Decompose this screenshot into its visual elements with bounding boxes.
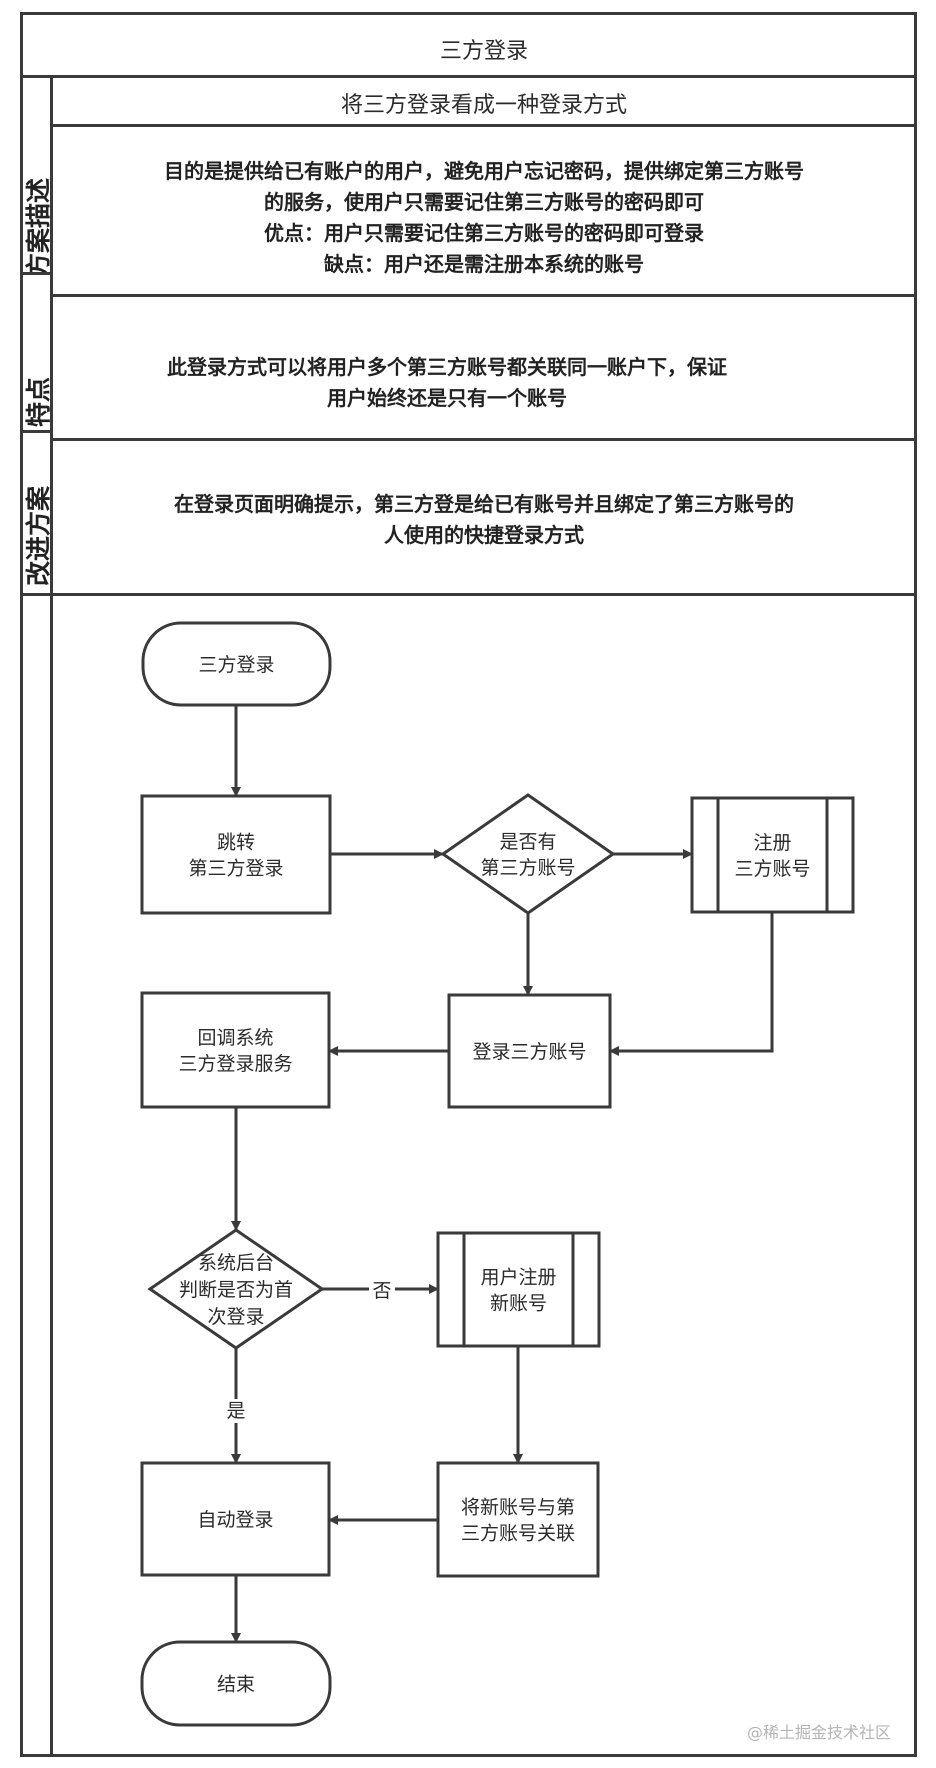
subprocess-shape — [436, 1231, 601, 1348]
node-label: 三方登录服务 — [178, 1053, 292, 1075]
node-auto-login: 自动登录 — [140, 1461, 331, 1577]
node-start: 三方登录 — [141, 621, 332, 707]
node-label: 结束 — [217, 1674, 255, 1696]
improvement-line: 在登录页面明确提示，第三方登是给已有账号并且绑定了第三方账号的 — [174, 492, 794, 516]
process-shape — [436, 1461, 600, 1578]
decision-shape — [440, 793, 616, 915]
edge-register-third-to-login-third — [609, 912, 774, 1056]
node-login-third: 登录三方账号 — [447, 993, 612, 1109]
description-line: 优点：用户只需要记住第三方账号的密码即可登录 — [264, 221, 704, 245]
description-line: 缺点：用户还是需注册本系统的账号 — [324, 252, 644, 276]
title-row-divider — [20, 75, 917, 78]
features-line: 用户始终还是只有一个账号 — [327, 386, 567, 410]
description-row-divider — [51, 294, 917, 297]
node-label: 用户注册 — [480, 1267, 556, 1289]
node-label: 回调系统 — [197, 1027, 273, 1049]
process-shape — [140, 1461, 331, 1577]
process-shape — [140, 991, 331, 1109]
description-line: 的服务，使用户只需要记住第三方账号的密码即可 — [264, 190, 704, 214]
process-shape — [447, 993, 612, 1109]
edge-label: 是 — [226, 1400, 245, 1422]
features-line: 此登录方式可以将用户多个第三方账号都关联同一账户下，保证 — [167, 355, 727, 379]
node-label: 第三方登录 — [188, 858, 283, 880]
features-text: 此登录方式可以将用户多个第三方账号都关联同一账户下，保证 用户始终还是只有一个账… — [52, 352, 842, 414]
improvement-line: 人使用的快捷登录方式 — [384, 523, 584, 547]
subtitle-row-divider — [51, 124, 917, 127]
features-row-divider — [51, 438, 917, 441]
node-label: 注册 — [753, 832, 791, 854]
watermark: @稀土掘金技术社区 — [747, 1723, 892, 1742]
description-line: 目的是提供给已有账户的用户，避免用户忘记密码，提供绑定第三方账号 — [164, 159, 804, 183]
node-label: 是否有 — [499, 831, 556, 853]
page-title: 三方登录 — [439, 39, 528, 64]
node-label: 三方账号 — [734, 858, 810, 880]
subprocess-shape — [690, 796, 855, 914]
edge-label: 否 — [372, 1280, 391, 1302]
label-column-divider — [50, 75, 53, 1757]
node-label: 跳转 — [217, 832, 255, 854]
improvement-text: 在登录页面明确提示，第三方登是给已有账号并且绑定了第三方账号的 人使用的快捷登录… — [52, 489, 916, 551]
node-label: 三方账号关联 — [461, 1523, 575, 1545]
node-label: 判断是否为首 — [179, 1279, 293, 1301]
description-text: 目的是提供给已有账户的用户，避免用户忘记密码，提供绑定第三方账号 的服务，使用户… — [52, 156, 916, 280]
node-end: 结束 — [140, 1640, 332, 1727]
terminal-shape — [140, 1640, 332, 1727]
node-label: 将新账号与第 — [461, 1497, 575, 1519]
node-label: 自动登录 — [197, 1509, 273, 1531]
decision-shape — [147, 1228, 325, 1350]
page-subtitle: 将三方登录看成一种登录方式 — [340, 93, 627, 118]
node-label: 次登录 — [207, 1306, 264, 1328]
node-label: 新账号 — [490, 1293, 547, 1315]
terminal-shape — [141, 621, 332, 707]
node-label: 三方登录 — [198, 654, 274, 676]
improvement-row-divider — [20, 593, 917, 596]
node-label: 系统后台 — [198, 1252, 274, 1274]
outer-frame — [20, 12, 917, 1757]
edge-label-background — [369, 1279, 395, 1303]
label-divider-1 — [20, 272, 52, 275]
node-label: 第三方账号 — [480, 857, 575, 879]
label-divider-2 — [20, 430, 52, 433]
node-label: 登录三方账号 — [472, 1041, 586, 1063]
process-shape — [140, 794, 332, 915]
edge-label-background — [223, 1399, 249, 1423]
